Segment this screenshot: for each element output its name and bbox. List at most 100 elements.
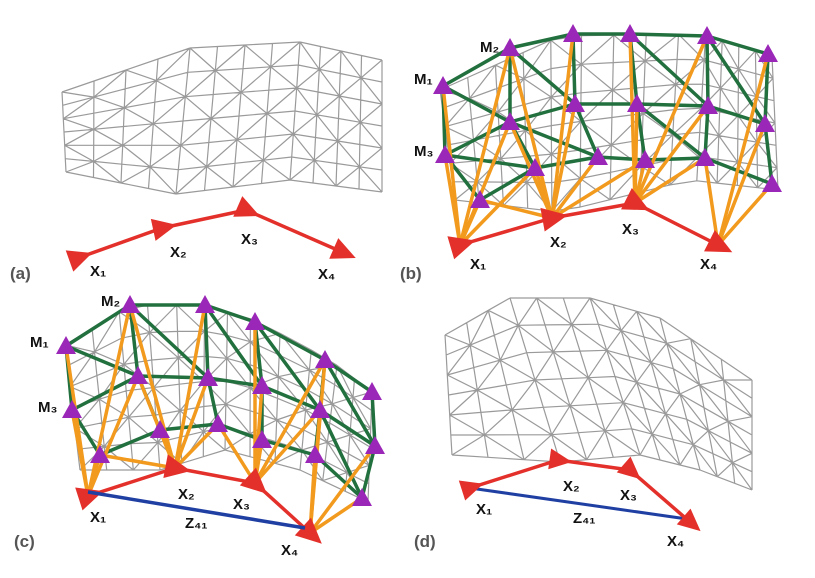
- landmark-edge: [628, 32, 710, 108]
- observation-edge: [550, 158, 647, 220]
- observation-edge: [633, 34, 709, 205]
- observation-edge: [216, 422, 257, 485]
- landmark: [150, 420, 170, 438]
- landmark: [620, 24, 640, 42]
- landmark: [525, 158, 545, 176]
- observation-edge: [478, 198, 554, 220]
- trajectory: [458, 448, 701, 532]
- landmark: [195, 295, 215, 313]
- landmark: [500, 38, 520, 56]
- observation-edge: [253, 358, 327, 485]
- panel-c: M₁ M₂ M₃ X₁ X₂ X₃ X₄ Z₄₁ (c): [14, 293, 385, 559]
- landmark: [208, 414, 228, 432]
- landmark-edge: [253, 320, 322, 412]
- panel-label-c: (c): [14, 532, 35, 551]
- landmark: [362, 382, 382, 400]
- observation-edge: [633, 102, 639, 205]
- landmark-edge: [128, 303, 140, 378]
- landmark: [252, 376, 272, 394]
- landmark-label-m2: M₂: [480, 39, 499, 56]
- landmark-edge: [508, 32, 575, 50]
- observation-edge: [308, 444, 377, 535]
- observation-edge: [86, 374, 140, 498]
- observation-edge: [550, 32, 575, 220]
- landmark: [762, 174, 782, 192]
- landmark: [500, 112, 520, 130]
- pose-label-x3: X₃: [620, 487, 637, 504]
- landmark-label-m1: M₁: [414, 71, 433, 88]
- landmark-edge: [206, 376, 264, 388]
- landmarks: [56, 295, 385, 506]
- pose-label-x2: X₂: [563, 478, 580, 495]
- landmark-edge: [318, 408, 364, 500]
- landmark-edge: [441, 46, 512, 88]
- landmark-edge: [508, 46, 577, 106]
- landmark: [697, 26, 717, 44]
- pose-1: [447, 236, 476, 260]
- panel-d: X₁ X₂ X₃ X₄ Z₄₁ (d): [414, 297, 753, 551]
- landmark-edge: [705, 34, 770, 56]
- landmark-edge: [706, 104, 767, 126]
- landmark-edge: [443, 120, 512, 157]
- landmark-edge: [705, 34, 767, 126]
- pose-label-x3: X₃: [233, 496, 250, 513]
- wire-mesh-surface: [444, 297, 753, 491]
- landmark: [315, 350, 335, 368]
- landmark: [62, 400, 82, 418]
- panel-a: X₁ X₂ X₃ X₄ (a): [10, 41, 383, 283]
- observation-edge: [533, 166, 554, 220]
- pose-label-x4: X₄: [318, 266, 335, 283]
- landmark: [635, 150, 655, 168]
- panel-b: M₁ M₂ M₃ X₁ X₂ X₃ X₄ (b): [400, 24, 782, 283]
- landmark-edge: [203, 303, 257, 324]
- pose-2: [150, 218, 177, 241]
- pose-2: [540, 207, 568, 232]
- landmark-edge: [360, 444, 377, 500]
- observation-edge: [443, 153, 462, 247]
- landmark-label-m3: M₃: [38, 399, 57, 416]
- mesh-lines: [444, 297, 753, 491]
- pose-4: [676, 508, 701, 532]
- pose-4: [329, 238, 356, 259]
- landmark-edge: [763, 122, 774, 186]
- landmark: [563, 24, 583, 42]
- landmark: [245, 312, 265, 330]
- observation-edge: [550, 155, 600, 220]
- pose-label-x4: X₄: [281, 542, 298, 559]
- pose-3: [621, 187, 650, 211]
- landmark: [565, 94, 585, 112]
- trajectory: [447, 187, 733, 260]
- landmark-edge: [70, 374, 140, 412]
- pose-2: [548, 448, 572, 470]
- observation-edge: [173, 303, 207, 470]
- pose-label-x2: X₂: [550, 234, 567, 251]
- pose-label-x2: X₂: [178, 486, 195, 503]
- observation-edge: [86, 303, 132, 498]
- observation-edge: [508, 46, 554, 220]
- observation-edges: [441, 32, 774, 247]
- pose-label-x3: X₃: [622, 221, 639, 238]
- landmark: [310, 400, 330, 418]
- landmark-edge: [763, 52, 770, 126]
- wire-mesh-surface: [61, 41, 383, 195]
- landmark: [588, 147, 608, 165]
- pose-label-x2: X₂: [170, 244, 187, 261]
- panel-label-b: (b): [400, 264, 422, 283]
- observation-edge: [458, 46, 512, 247]
- observation-edge: [98, 453, 177, 470]
- landmark: [627, 94, 647, 112]
- observation-edge: [70, 408, 90, 498]
- pose-label-x4: X₄: [667, 533, 684, 550]
- mesh-lines: [61, 41, 383, 195]
- landmark: [755, 114, 775, 132]
- pose-label-x1: X₁: [90, 263, 106, 280]
- landmark-label-m1: M₁: [30, 334, 49, 351]
- panel-a-trajectory: [65, 196, 356, 272]
- landmark: [695, 148, 715, 166]
- panel-label-d: (d): [414, 532, 436, 551]
- observation-edge: [173, 376, 210, 470]
- panel-a-mesh: [61, 41, 383, 195]
- loop-closure-edge: [469, 486, 688, 521]
- observation-edge: [128, 303, 177, 470]
